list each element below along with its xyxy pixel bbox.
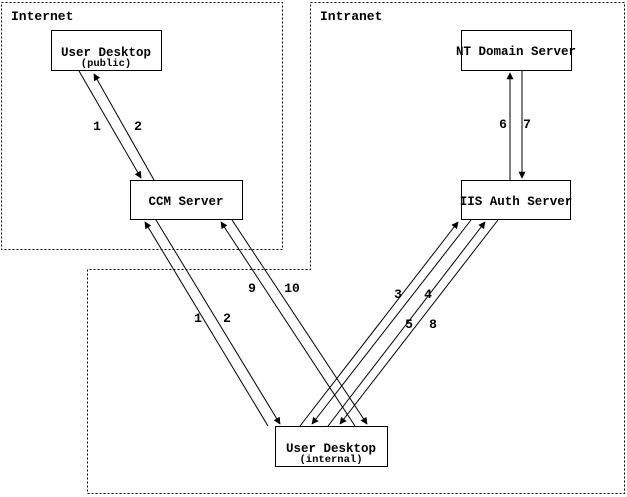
- flow-arrow-10-ccm-to-internal-desktop: [231, 219, 368, 425]
- flow-arrow-9-internal-desktop-to-ccm: [220, 221, 356, 427]
- intranet-zone-label: Intranet: [320, 9, 382, 24]
- flow-arrow-4-iis-to-internal-desktop: [311, 219, 472, 425]
- flow-arrow-1-internal-desktop-to-ccm: [144, 221, 269, 427]
- flow-label-8: 8: [429, 317, 437, 332]
- flow-arrow-8-iis-to-internal-desktop: [339, 219, 499, 425]
- node-sublabel: (public): [81, 58, 131, 70]
- node-box: [275, 426, 388, 467]
- node-ccm-server: CCM Server: [130, 180, 243, 220]
- flow-arrow-2-ccm-to-public-desktop: [93, 73, 155, 181]
- flow-arrow-5-internal-desktop-to-iis: [327, 221, 486, 427]
- internet-zone-label: Internet: [11, 9, 73, 24]
- node-nt-domain-server: NT Domain Server: [456, 30, 576, 71]
- flow-label-1-public: 1: [93, 119, 101, 134]
- node-user-desktop-public: User Desktop (public): [51, 30, 162, 71]
- flow-label-1-internal: 1: [194, 311, 202, 326]
- flow-label-6: 6: [499, 117, 507, 132]
- flow-label-5: 5: [405, 317, 413, 332]
- internet-zone-border: [1, 2, 283, 250]
- node-box: [130, 180, 243, 220]
- flow-label-10: 10: [284, 281, 300, 296]
- node-user-desktop-internal: User Desktop (internal): [275, 426, 388, 467]
- node-sublabel: (internal): [299, 454, 362, 466]
- flow-label-2-internal: 2: [223, 311, 231, 326]
- node-box: [461, 30, 572, 71]
- node-box: [51, 30, 162, 71]
- flow-label-9: 9: [248, 281, 256, 296]
- node-box: [461, 180, 571, 220]
- node-label: User Desktop: [61, 46, 151, 60]
- flow-arrow-3-internal-desktop-to-iis: [299, 221, 459, 427]
- node-label: User Desktop: [286, 442, 376, 456]
- node-label: NT Domain Server: [456, 45, 576, 59]
- flow-arrow-2-ccm-to-internal-desktop: [155, 219, 281, 425]
- flow-label-2-public: 2: [134, 119, 142, 134]
- node-label: CCM Server: [148, 195, 223, 209]
- flow-label-4: 4: [424, 287, 432, 302]
- flow-label-7: 7: [523, 117, 531, 132]
- node-label: IIS Auth Server: [460, 195, 573, 209]
- intranet-zone-border: [87, 2, 625, 494]
- node-iis-auth-server: IIS Auth Server: [460, 180, 573, 220]
- flow-arrow-1-public-desktop-to-ccm: [78, 70, 142, 179]
- flow-label-3: 3: [394, 287, 402, 302]
